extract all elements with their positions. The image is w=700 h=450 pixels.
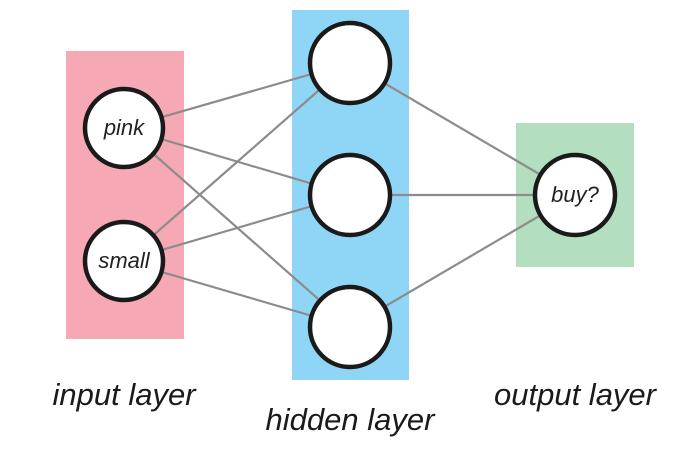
node-circle — [82, 219, 166, 303]
output-layer-label: output layer — [494, 377, 658, 412]
input-node-pink: pink — [82, 86, 166, 170]
node-label: pink — [103, 115, 145, 140]
hidden-node-2 — [307, 152, 393, 238]
node-circle — [307, 284, 393, 370]
node-circle — [307, 152, 393, 238]
input-layer-label: input layer — [52, 377, 197, 412]
node-circle — [82, 86, 166, 170]
hidden-node-3 — [307, 284, 393, 370]
output-node-buy: buy? — [532, 152, 618, 238]
input-node-small: small — [82, 219, 166, 303]
hidden-layer-label: hidden layer — [266, 402, 437, 437]
node-circle — [307, 20, 393, 106]
connection-hidden2-output0 — [349, 194, 576, 328]
node-label: small — [98, 248, 150, 273]
node-circle — [532, 152, 618, 238]
connection-hidden0-output0 — [349, 62, 576, 196]
node-label: buy? — [551, 182, 599, 207]
connection-input1-hidden0 — [123, 62, 351, 262]
hidden-node-1 — [307, 20, 393, 106]
